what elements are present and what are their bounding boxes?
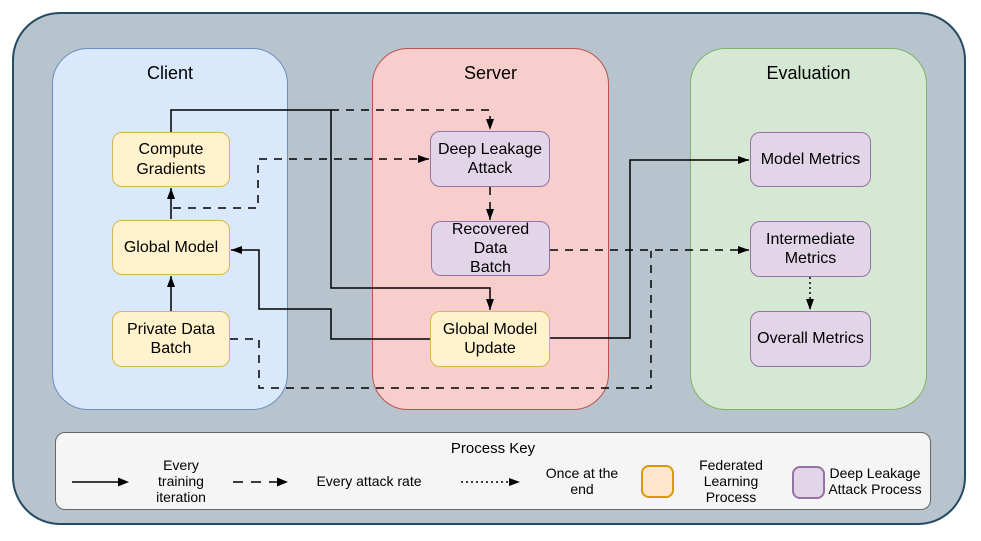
panel-client-title: Client (146, 63, 194, 83)
key-label-every-training-iteration: Every training iteration (156, 456, 206, 506)
node-global-model: Global Model (112, 220, 230, 275)
federated-learning-swatch (641, 465, 674, 498)
node-deep-leakage-attack: Deep Leakage Attack (430, 131, 550, 187)
process-key-title: Process Key (450, 440, 536, 457)
key-label-federated-learning-process: Federated Learning Process (699, 456, 763, 506)
solid-arrow-sample-icon (72, 477, 129, 487)
panel-evaluation-title: Evaluation (766, 63, 851, 83)
dotted-arrow-sample-icon (461, 478, 520, 486)
node-compute-gradients: Compute Gradients (112, 132, 230, 187)
node-overall-metrics: Overall Metrics (750, 311, 871, 367)
deep-leakage-attack-swatch (792, 466, 825, 499)
node-private-data-batch: Private Data Batch (112, 311, 230, 367)
key-label-every-attack-rate: Every attack rate (316, 472, 422, 489)
node-recovered-data-batch: Recovered Data Batch (431, 221, 550, 276)
key-label-once-at-the-end: Once at the end (545, 464, 619, 497)
key-label-deep-leakage-attack-process: Deep Leakage Attack Process (828, 464, 922, 497)
dashed-arrow-sample-icon (233, 477, 288, 487)
node-intermediate-metrics: Intermediate Metrics (750, 221, 871, 277)
panel-server-title: Server (463, 63, 517, 83)
process-key-panel: Process Key Every training iteration Eve… (55, 432, 931, 510)
node-global-model-update: Global Model Update (430, 311, 550, 367)
node-model-metrics: Model Metrics (750, 132, 871, 187)
